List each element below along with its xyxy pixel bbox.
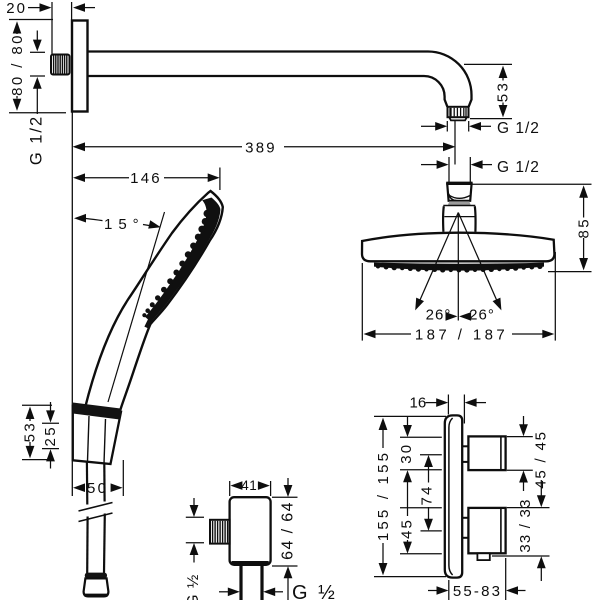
svg-text:155 / 155: 155 / 155 xyxy=(375,450,392,541)
svg-text:74: 74 xyxy=(419,484,436,505)
svg-text:26°: 26° xyxy=(469,307,495,324)
svg-text:G ½: G ½ xyxy=(292,582,337,600)
svg-text:G ½: G ½ xyxy=(185,574,202,600)
svg-text:50: 50 xyxy=(87,480,109,497)
svg-text:53: 53 xyxy=(22,421,39,443)
svg-text:45: 45 xyxy=(398,518,415,539)
svg-text:16: 16 xyxy=(410,395,427,412)
svg-text:53: 53 xyxy=(495,81,512,103)
svg-text:146: 146 xyxy=(130,170,162,187)
svg-text:187 / 187: 187 / 187 xyxy=(415,326,508,343)
svg-text:G 1/2: G 1/2 xyxy=(28,115,46,165)
svg-text:30: 30 xyxy=(398,443,415,464)
svg-text:389: 389 xyxy=(245,139,277,156)
svg-text:41: 41 xyxy=(241,478,257,493)
svg-text:85: 85 xyxy=(575,217,592,239)
svg-text:33 / 33: 33 / 33 xyxy=(517,498,534,552)
svg-text:20: 20 xyxy=(6,0,27,17)
svg-text:15°: 15° xyxy=(104,216,145,233)
svg-text:25: 25 xyxy=(42,425,59,447)
svg-text:80 / 80: 80 / 80 xyxy=(9,33,26,96)
svg-text:45 / 45: 45 / 45 xyxy=(532,430,549,488)
svg-text:64 / 64: 64 / 64 xyxy=(280,501,297,560)
svg-text:55-83: 55-83 xyxy=(453,583,502,600)
svg-text:G 1/2: G 1/2 xyxy=(497,120,540,137)
svg-text:G 1/2: G 1/2 xyxy=(497,159,540,176)
svg-text:26°: 26° xyxy=(426,307,452,324)
